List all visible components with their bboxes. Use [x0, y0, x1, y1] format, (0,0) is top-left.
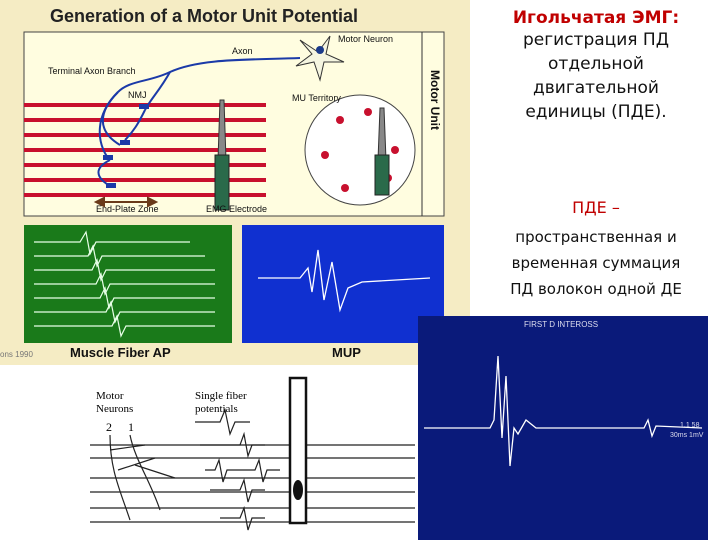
needle-electrode-icon	[288, 376, 308, 525]
neuron-axons	[109, 434, 176, 521]
end-plate-zone-arrow	[93, 196, 159, 208]
label-end-plate-zone: End-Plate Zone	[96, 204, 159, 214]
motor-unit-drawing	[23, 31, 445, 343]
mup-trace	[258, 249, 431, 313]
muscle-fiber-ap-traces	[34, 230, 215, 338]
emg-trace-plot	[424, 355, 703, 467]
label-axon: Axon	[232, 46, 253, 56]
pde-line-2: временная суммация	[511, 254, 681, 272]
desc-line-4: единицы (ПДЕ).	[525, 102, 667, 122]
desc-line-3: двигательной	[533, 78, 659, 98]
emg-heading: Игольчатая ЭМГ:	[512, 8, 680, 28]
motor-neuron-icon	[295, 35, 345, 82]
diagram-title: Generation of a Motor Unit Potential	[50, 6, 359, 26]
label-terminal-axon-branch: Terminal Axon Branch	[48, 66, 136, 76]
fiber-3	[24, 133, 266, 137]
emg-scale-1: 1.1 58	[680, 422, 700, 429]
pde-definition: пространственная и временная суммация ПД…	[478, 224, 714, 302]
single-fiber-traces	[195, 407, 280, 531]
mup-panel	[242, 225, 444, 343]
label-nmj: NMJ	[128, 90, 147, 100]
label-neuron-1: 1	[128, 420, 134, 434]
label-neuron-2: 2	[106, 420, 112, 434]
label-single-fiber-potentials: Single fiber potentials	[195, 390, 247, 415]
label-emg-electrode: EMG Electrode	[206, 204, 268, 214]
emg-description: Игольчатая ЭМГ: регистрация ПД отдельной…	[478, 8, 714, 124]
single-fiber-schematic	[90, 376, 415, 531]
pde-line-3: ПД волокон одной ДЕ	[510, 280, 682, 298]
label-motor-neuron: Motor Neuron	[338, 34, 394, 44]
fiber-4	[24, 148, 266, 152]
fiber-6	[24, 178, 266, 182]
fiber-7	[24, 193, 266, 197]
emg-muscle-label: FIRST D INTEROSS	[524, 320, 599, 329]
label-muscle-fiber-ap: Muscle Fiber AP	[70, 345, 171, 360]
mu-territory	[304, 94, 416, 206]
pde-line-1: пространственная и	[515, 228, 677, 246]
nmj-endplates	[103, 104, 149, 188]
label-copyright: ons 1990	[0, 350, 33, 359]
label-mu-territory: MU Territory	[292, 93, 341, 103]
emg-scale-2: 30ms 1mV	[670, 432, 704, 439]
label-motor-unit: Motor Unit	[428, 70, 442, 130]
emg-electrode-icon	[214, 99, 230, 211]
desc-line-1: регистрация ПД	[522, 30, 669, 50]
label-mup: MUP	[332, 345, 361, 360]
fiber-2	[24, 118, 266, 122]
fiber-lines	[90, 444, 415, 523]
label-motor-neurons: Motor Neurons	[96, 390, 134, 415]
emg-mup-trace	[424, 355, 703, 467]
desc-line-2: отдельной	[548, 54, 644, 74]
pde-heading: ПДЕ –	[572, 198, 620, 217]
fiber-5	[24, 163, 266, 167]
